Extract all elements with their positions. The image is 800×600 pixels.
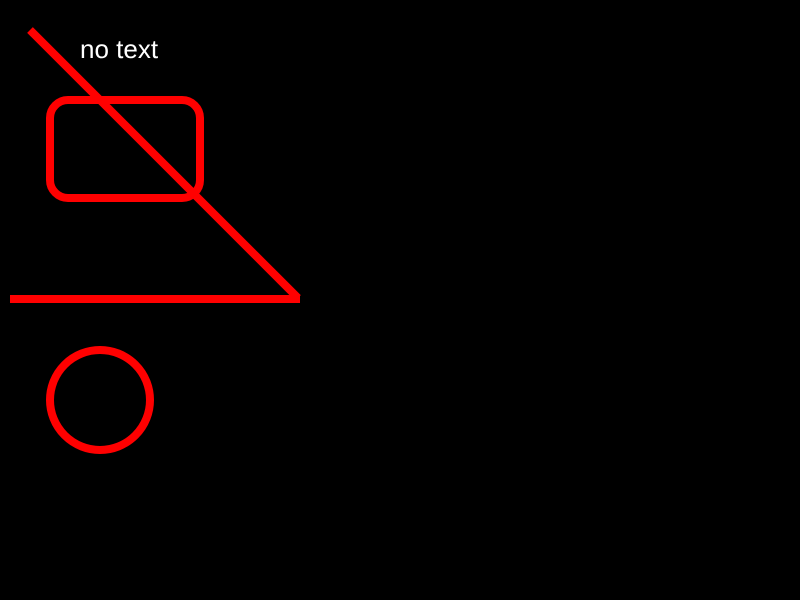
- rounded-rectangle-shape: [46, 96, 204, 202]
- circle-shape: [46, 346, 154, 454]
- diagonal-line-shape: [27, 27, 301, 301]
- caption-text: no text: [80, 34, 159, 64]
